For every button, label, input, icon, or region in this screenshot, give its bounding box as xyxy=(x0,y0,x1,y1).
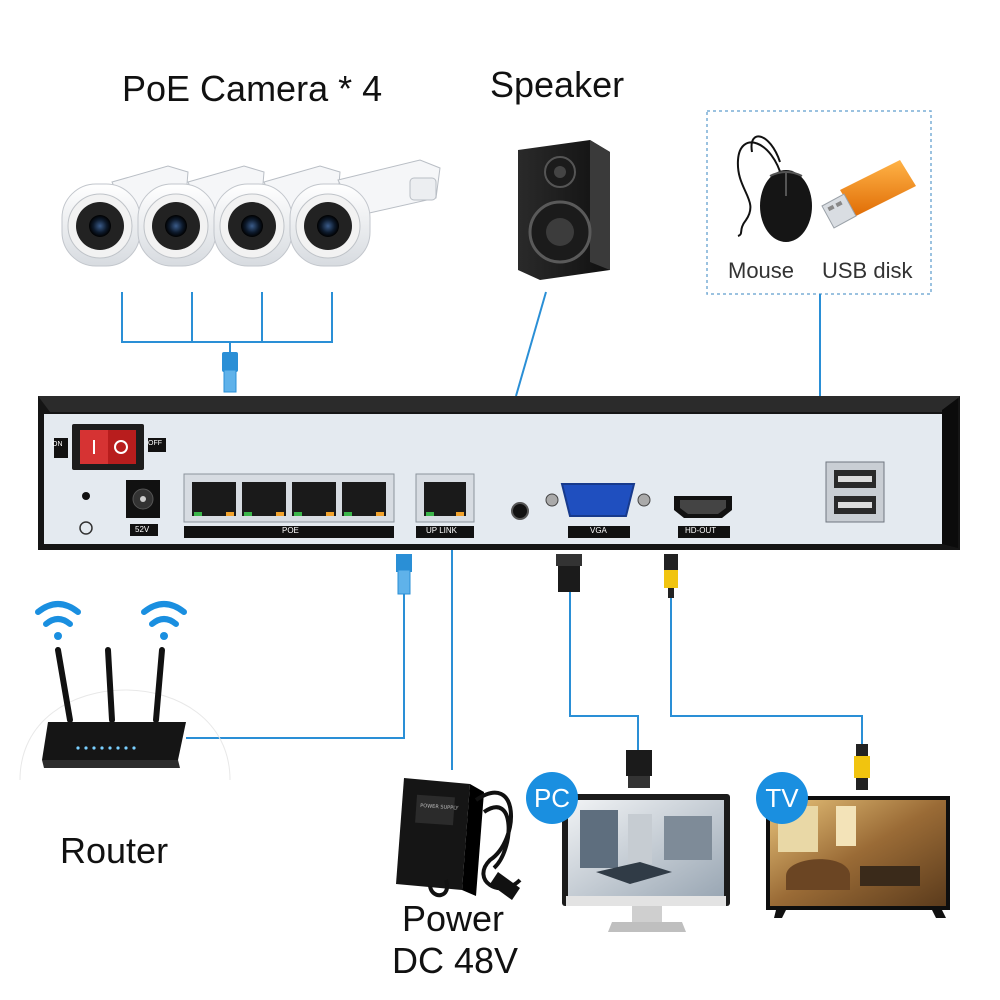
usb-disk-icon xyxy=(821,160,916,229)
camera-icon xyxy=(137,165,265,267)
poe-camera-group xyxy=(61,159,441,267)
uplink-port[interactable] xyxy=(415,473,475,538)
vga-label: VGA xyxy=(590,526,607,535)
dc-power-port[interactable] xyxy=(126,480,160,536)
ground-icon xyxy=(79,521,93,535)
router-label: Router xyxy=(60,830,169,871)
router-icon xyxy=(19,647,231,781)
mouse-label: Mouse xyxy=(728,258,795,283)
dc-port-label: 52V xyxy=(135,525,150,534)
usb-ports[interactable] xyxy=(825,461,885,523)
usb-disk-label: USB disk xyxy=(822,258,913,283)
hdmi-label: HD-OUT xyxy=(685,526,717,535)
vga-port[interactable] xyxy=(545,483,651,538)
switch-off-label: OFF xyxy=(148,440,162,447)
power-label: Power xyxy=(402,898,505,939)
speaker-label: Speaker xyxy=(490,64,625,105)
audio-out-port[interactable] xyxy=(511,502,529,520)
camera-icon xyxy=(61,165,189,267)
mouse-icon xyxy=(736,135,812,242)
pc-badge: PC xyxy=(526,772,578,824)
reset-hole xyxy=(82,492,90,500)
uplink-label: UP LINK xyxy=(426,526,457,535)
poe-ports-label: POE xyxy=(282,526,299,535)
power-voltage-label: DC 48V xyxy=(392,940,519,981)
camera-icon xyxy=(289,159,441,267)
power-switch[interactable] xyxy=(72,424,144,470)
nvr-device xyxy=(38,396,960,550)
power-adapter-icon: POWER SUPPLY xyxy=(396,778,522,900)
vga-cable xyxy=(556,554,652,788)
hdmi-cable xyxy=(664,554,870,790)
adapter-label: POWER SUPPLY xyxy=(420,803,459,812)
camera-bus-cables xyxy=(121,292,333,356)
wifi-icon xyxy=(141,601,187,640)
poe-ports[interactable] xyxy=(183,473,395,538)
switch-on-label: ON xyxy=(52,441,63,448)
hdmi-port[interactable] xyxy=(674,496,732,538)
wifi-icon xyxy=(35,601,81,640)
camera-icon xyxy=(213,165,341,267)
poe-camera-label: PoE Camera * 4 xyxy=(122,68,383,109)
pc-monitor-icon xyxy=(562,794,730,932)
tv-badge: TV xyxy=(756,772,808,824)
tv-icon xyxy=(766,796,950,918)
speaker-cable xyxy=(515,291,547,397)
router-cable xyxy=(186,554,412,739)
rj45-plug-icon xyxy=(222,352,238,393)
speaker-icon xyxy=(518,140,610,280)
